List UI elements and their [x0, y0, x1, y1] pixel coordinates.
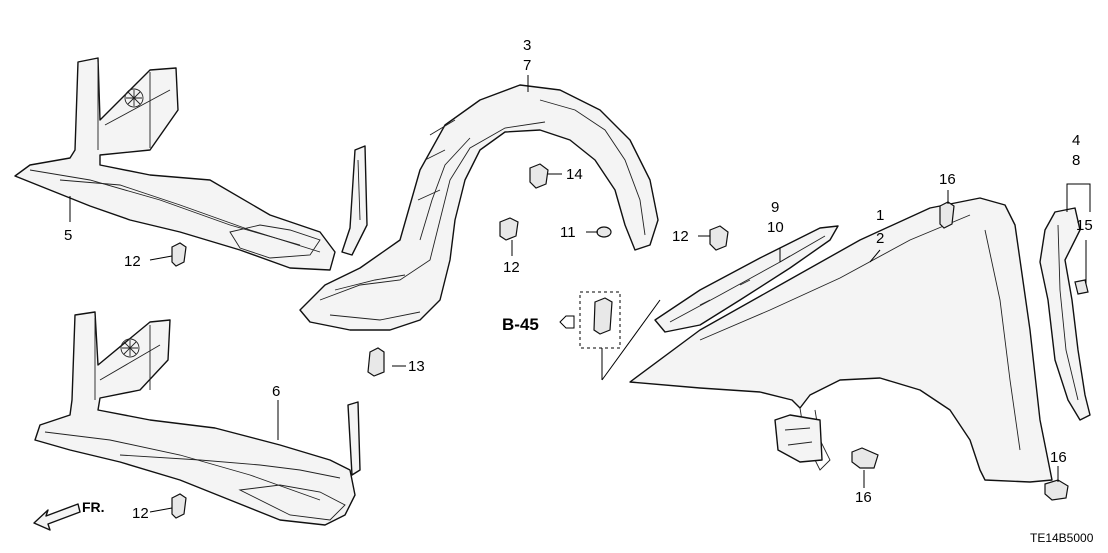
- callout-10: 10: [767, 219, 784, 236]
- leader-lines: [69, 75, 1091, 513]
- callout-12-c: 12: [503, 259, 520, 276]
- callout-15: 15: [1076, 217, 1093, 234]
- callout-11: 11: [560, 224, 576, 241]
- callout-16-a: 16: [939, 171, 956, 188]
- callout-labels: 5 12 6 12 3 7 14 12 11 13 12 9 10 1 2 16…: [64, 37, 1094, 545]
- callout-8: 8: [1072, 152, 1080, 169]
- front-direction-arrow: [33, 503, 81, 531]
- part-3-7-inner-fender-liner: [299, 84, 659, 331]
- callout-13: 13: [408, 358, 425, 375]
- callout-9: 9: [771, 199, 779, 216]
- callout-4: 4: [1072, 132, 1080, 149]
- part-9-10-fender-rail: [654, 225, 839, 333]
- callout-6: 6: [272, 383, 280, 400]
- callout-12-d: 12: [672, 228, 689, 245]
- callout-5: 5: [64, 227, 72, 244]
- callout-16-b: 16: [855, 489, 872, 506]
- callout-2: 2: [876, 230, 884, 247]
- callout-12-a: 12: [124, 253, 141, 270]
- callout-1: 1: [876, 207, 884, 224]
- callout-14: 14: [566, 166, 583, 183]
- front-direction-label: FR.: [82, 499, 105, 515]
- reference-b45: B-45: [502, 315, 539, 334]
- part-bracket-vertical: [341, 145, 368, 256]
- callout-3: 3: [523, 37, 531, 54]
- part-5-splash-shield-upper: [14, 57, 336, 271]
- callout-16-c: 16: [1050, 449, 1067, 466]
- part-6-splash-shield-lower: [34, 311, 361, 526]
- callout-12-b: 12: [132, 505, 149, 522]
- diagram-code: TE14B5000: [1030, 531, 1094, 545]
- part-1-2-front-fender: [629, 197, 1053, 483]
- part-4-8-fender-seal: [1039, 207, 1091, 421]
- callout-7: 7: [523, 57, 531, 74]
